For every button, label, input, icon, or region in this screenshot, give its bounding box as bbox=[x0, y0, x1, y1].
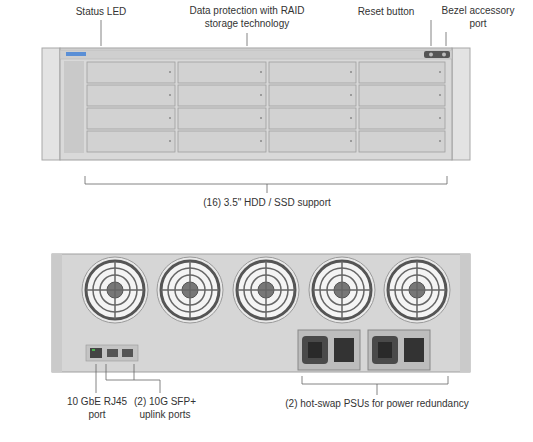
callout-label: Reset button bbox=[346, 6, 426, 19]
callout-label: (16) 3.5" HDD / SSD support bbox=[147, 197, 387, 210]
leader-lines bbox=[85, 20, 447, 193]
leader-lines bbox=[96, 364, 448, 395]
power-supply bbox=[298, 330, 430, 370]
callout-label: Bezel accessory port bbox=[440, 5, 516, 30]
callout-label: Data protection with RAID storage techno… bbox=[177, 5, 317, 30]
callout-label: (2) hot-swap PSUs for power redundancy bbox=[257, 398, 497, 411]
callout-label: Status LED bbox=[61, 6, 141, 19]
front-panel bbox=[42, 48, 470, 160]
callout-label: (2) 10G SFP+ uplink ports bbox=[125, 396, 205, 421]
rear-panel bbox=[52, 254, 470, 372]
callout-label: 10 GbE RJ45 port bbox=[62, 396, 132, 421]
